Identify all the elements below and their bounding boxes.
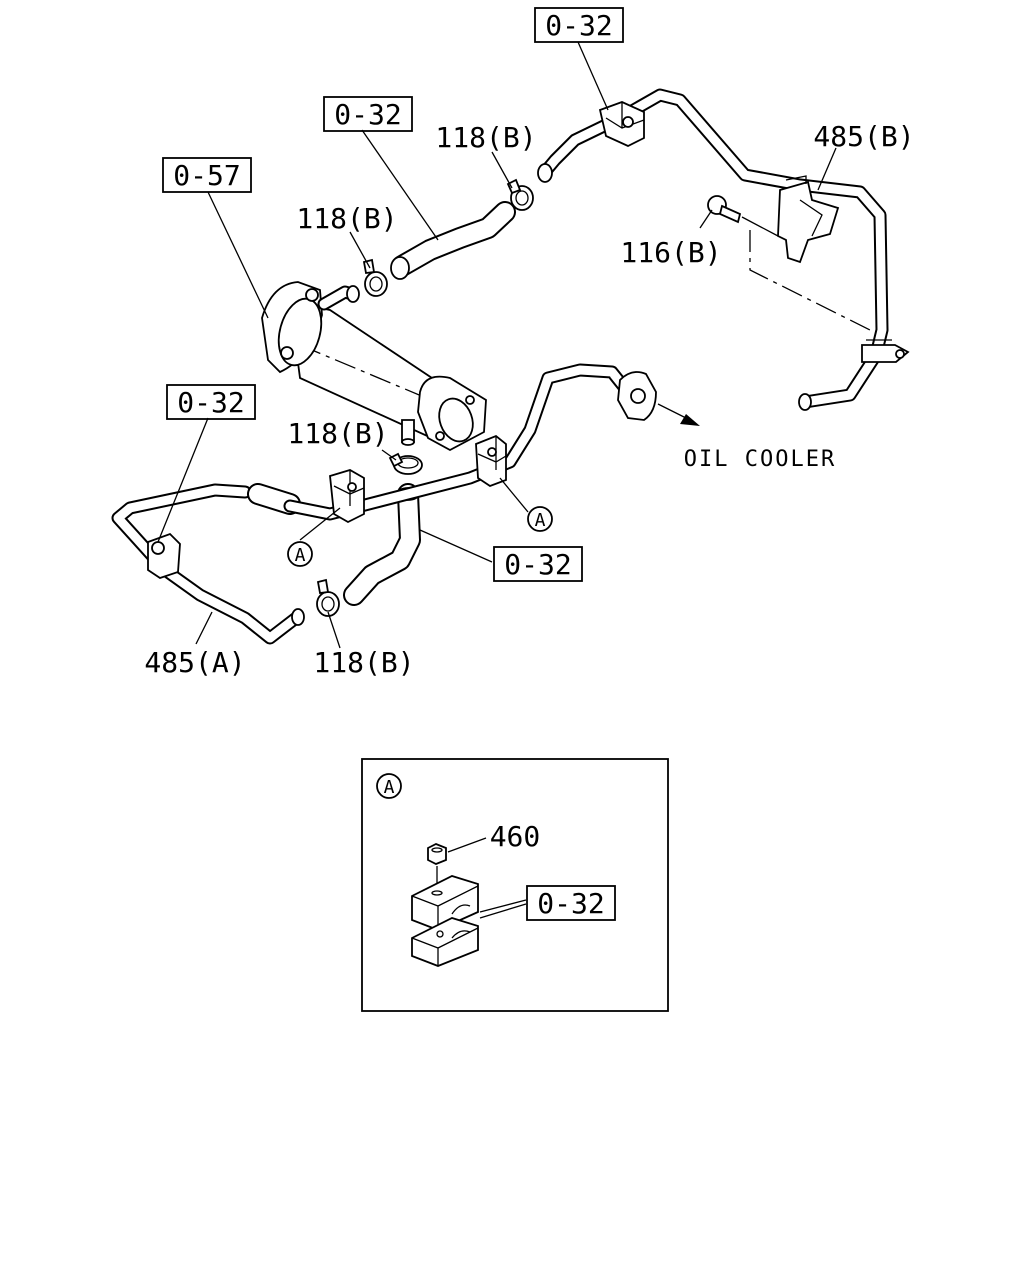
clamp-mid	[388, 452, 423, 475]
ref-label: 0-32	[177, 386, 244, 419]
callout-letter: A	[384, 777, 395, 798]
bolt-116b	[707, 195, 779, 237]
hose-upper	[390, 201, 516, 280]
callout-a-left: A	[287, 541, 313, 567]
ref-box-detail: 0-32	[526, 885, 616, 921]
ref-label: 0-32	[334, 98, 401, 131]
clamp-bottom	[316, 578, 340, 617]
ref-label: 0-32	[537, 887, 604, 920]
label-118b-upper: 118(B)	[296, 202, 397, 235]
label-118b-top: 118(B)	[435, 121, 536, 154]
ref-box-hose-lower: 0-32	[493, 546, 583, 582]
oil-cooler-note: OIL COOLER	[684, 447, 836, 472]
detail-box-a: A 460 0-32	[361, 758, 669, 1012]
callout-letter: A	[295, 545, 306, 566]
ref-box-hose-upper: 0-32	[323, 96, 413, 132]
callout-a-detail: A	[376, 773, 402, 799]
bracket-116b	[777, 175, 840, 264]
ref-box-left: 0-32	[166, 384, 256, 420]
label-116b: 116(B)	[620, 236, 721, 269]
ref-box-cooler: 0-57	[162, 157, 252, 193]
label-118b-bottom: 118(B)	[313, 646, 414, 679]
oil-cooler-arrow	[657, 403, 700, 426]
pipe-485a	[111, 363, 657, 645]
label-485b: 485(B)	[813, 120, 914, 153]
leader-lines	[157, 41, 871, 649]
clamp-upper	[362, 258, 388, 297]
callout-a-right: A	[527, 506, 553, 532]
cooler-assembly	[261, 281, 487, 452]
ref-label: 0-57	[173, 159, 240, 192]
callout-letter: A	[535, 510, 546, 531]
clamp-top	[506, 178, 534, 211]
ref-box-top-right: 0-32	[534, 7, 624, 43]
ref-label: 0-32	[504, 548, 571, 581]
clamp-lower-half	[411, 917, 479, 967]
label-485a: 485(A)	[144, 646, 245, 679]
nut-460	[427, 843, 447, 892]
label-118b-mid: 118(B)	[287, 417, 388, 450]
label-460: 460	[490, 820, 541, 853]
pipe-485b	[537, 88, 910, 411]
ref-label: 0-32	[545, 9, 612, 42]
